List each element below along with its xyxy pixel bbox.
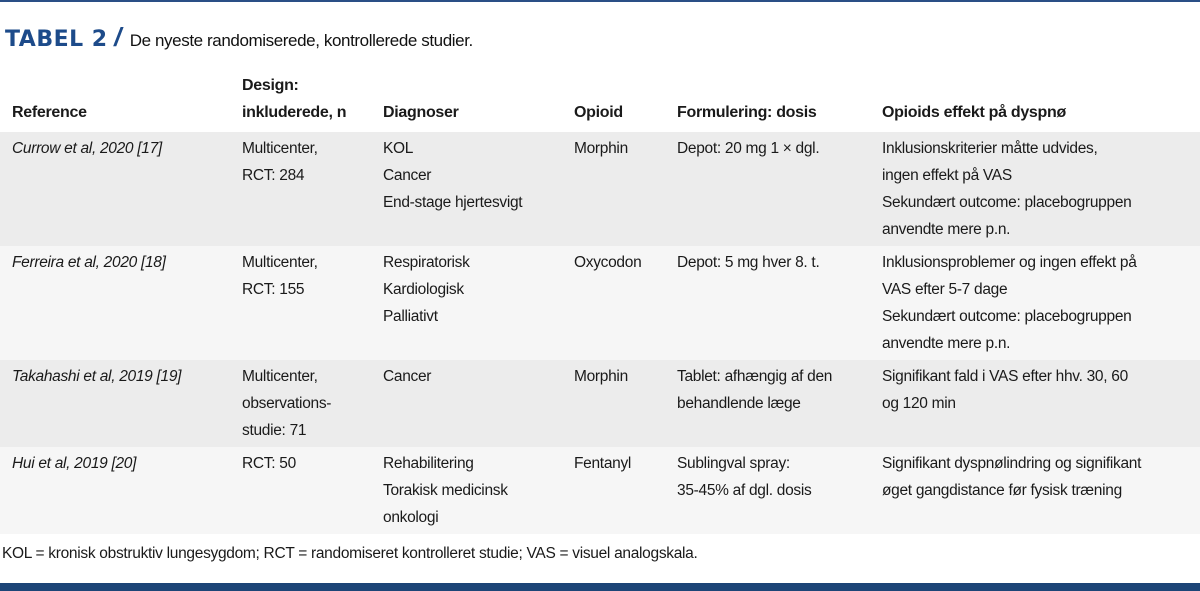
column-header-effekt: Opioids effekt på dyspnø bbox=[882, 72, 1200, 132]
cell-line: Rehabilitering bbox=[383, 455, 474, 472]
cell-line: Inklusionskriterier måtte udvides, bbox=[882, 140, 1098, 157]
cell-opioid: Morphin bbox=[574, 132, 677, 246]
column-header-reference: Reference bbox=[0, 72, 242, 132]
cell-formulering: Tablet: afhængig af den behandlende læge bbox=[677, 360, 882, 447]
cell-design: Multicenter, RCT: 155 bbox=[242, 246, 383, 360]
cell-effekt: Signifikant dyspnølindring og signifikan… bbox=[882, 447, 1200, 534]
cell-line: anvendte mere p.n. bbox=[882, 335, 1011, 352]
column-header-diagnoser: Diagnoser bbox=[383, 72, 574, 132]
cell-line: Morphin bbox=[574, 368, 628, 385]
cell-line: 35-45% af dgl. dosis bbox=[677, 482, 812, 499]
cell-line: Oxycodon bbox=[574, 254, 642, 271]
table-label: TABEL 2 bbox=[5, 27, 108, 52]
cell-opioid: Morphin bbox=[574, 360, 677, 447]
cell-line: Currow et al, 2020 [17] bbox=[12, 140, 162, 157]
table-title: TABEL 2 / De nyeste randomiserede, kontr… bbox=[5, 22, 473, 53]
cell-line: behandlende læge bbox=[677, 395, 801, 412]
cell-line: Sublingval spray: bbox=[677, 455, 790, 472]
table-subtitle: De nyeste randomiserede, kontrollerede s… bbox=[129, 31, 474, 50]
cell-line: VAS efter 5-7 dage bbox=[882, 281, 1008, 298]
cell-line: Depot: 5 mg hver 8. t. bbox=[677, 254, 820, 271]
cell-line: Cancer bbox=[383, 368, 432, 385]
cell-line: Respiratorisk bbox=[383, 254, 470, 271]
cell-reference: Hui et al, 2019 [20] bbox=[0, 447, 242, 534]
cell-line: Depot: 20 mg 1 × dgl. bbox=[677, 140, 820, 157]
cell-line: Diagnoser bbox=[383, 104, 459, 121]
cell-line: Signifikant dyspnølindring og signifikan… bbox=[882, 455, 1142, 472]
cell-design: RCT: 50 bbox=[242, 447, 383, 534]
cell-line: Cancer bbox=[383, 167, 432, 184]
cell-formulering: Sublingval spray: 35-45% af dgl. dosis bbox=[677, 447, 882, 534]
cell-reference: Ferreira et al, 2020 [18] bbox=[0, 246, 242, 360]
column-header-formulering: Formulering: dosis bbox=[677, 72, 882, 132]
cell-line: Opioids effekt på dyspnø bbox=[882, 104, 1066, 121]
cell-line: studie: 71 bbox=[242, 422, 307, 439]
cell-line: Design: bbox=[242, 77, 299, 94]
cell-reference: Takahashi et al, 2019 [19] bbox=[0, 360, 242, 447]
cell-line: Multicenter, bbox=[242, 140, 318, 157]
cell-line: Morphin bbox=[574, 140, 628, 157]
cell-line: og 120 min bbox=[882, 395, 956, 412]
cell-formulering: Depot: 20 mg 1 × dgl. bbox=[677, 132, 882, 246]
cell-formulering: Depot: 5 mg hver 8. t. bbox=[677, 246, 882, 360]
cell-diagnoser: Cancer bbox=[383, 360, 574, 447]
cell-line: Palliativt bbox=[383, 308, 438, 325]
cell-line: Ferreira et al, 2020 [18] bbox=[12, 254, 166, 271]
top-rule bbox=[0, 0, 1200, 2]
table-row: Currow et al, 2020 [17] Multicenter, RCT: … bbox=[0, 132, 1200, 246]
cell-line: Tablet: afhængig af den bbox=[677, 368, 833, 385]
cell-effekt: Inklusionsproblemer og ingen effekt på VA… bbox=[882, 246, 1200, 360]
cell-line: RCT: 50 bbox=[242, 455, 296, 472]
bottom-rule bbox=[0, 583, 1200, 591]
cell-line: KOL bbox=[383, 140, 414, 157]
cell-line: Sekundært outcome: placebogruppen bbox=[882, 308, 1132, 325]
cell-line: øget gangdistance før fysisk træning bbox=[882, 482, 1122, 499]
cell-line: Inklusionsproblemer og ingen effekt på bbox=[882, 254, 1137, 271]
cell-reference: Currow et al, 2020 [17] bbox=[0, 132, 242, 246]
cell-opioid: Fentanyl bbox=[574, 447, 677, 534]
table-row: Ferreira et al, 2020 [18] Multicenter, RCT… bbox=[0, 246, 1200, 360]
cell-line: Reference bbox=[12, 104, 87, 121]
title-slash: / bbox=[114, 22, 122, 52]
cell-line: Torakisk medicinsk bbox=[383, 482, 508, 499]
cell-line: Signifikant fald i VAS efter hhv. 30, 60 bbox=[882, 368, 1128, 385]
footnote: KOL = kronisk obstruktiv lungesygdom; RC… bbox=[2, 545, 698, 562]
cell-line: Hui et al, 2019 [20] bbox=[12, 455, 137, 472]
cell-line: onkologi bbox=[383, 509, 439, 526]
cell-line: RCT: 155 bbox=[242, 281, 305, 298]
cell-line: Sekundært outcome: placebogruppen bbox=[882, 194, 1132, 211]
table-row: Takahashi et al, 2019 [19] Multicenter, ob… bbox=[0, 360, 1200, 447]
cell-line: Multicenter, bbox=[242, 254, 318, 271]
cell-line: End-stage hjertesvigt bbox=[383, 194, 523, 211]
table-row: Hui et al, 2019 [20] RCT: 50 Rehabiliterin… bbox=[0, 447, 1200, 534]
cell-line: Opioid bbox=[574, 104, 623, 121]
cell-line: Kardiologisk bbox=[383, 281, 464, 298]
cell-effekt: Inklusionskriterier måtte udvides, ingen … bbox=[882, 132, 1200, 246]
cell-effekt: Signifikant fald i VAS efter hhv. 30, 60… bbox=[882, 360, 1200, 447]
cell-line: observations- bbox=[242, 395, 332, 412]
header-row: Reference Design: inkluderede, n Diagnoser O… bbox=[0, 72, 1200, 132]
cell-line: Multicenter, bbox=[242, 368, 318, 385]
cell-design: Multicenter, RCT: 284 bbox=[242, 132, 383, 246]
cell-line: Formulering: dosis bbox=[677, 104, 817, 121]
cell-line: Takahashi et al, 2019 [19] bbox=[12, 368, 182, 385]
cell-opioid: Oxycodon bbox=[574, 246, 677, 360]
cell-line: anvendte mere p.n. bbox=[882, 221, 1011, 238]
cell-line: Fentanyl bbox=[574, 455, 632, 472]
cell-line: inkluderede, n bbox=[242, 104, 347, 121]
column-header-design: Design: inkluderede, n bbox=[242, 72, 383, 132]
cell-line: RCT: 284 bbox=[242, 167, 305, 184]
cell-design: Multicenter, observations-studie: 71 bbox=[242, 360, 383, 447]
column-header-opioid: Opioid bbox=[574, 72, 677, 132]
cell-line: ingen effekt på VAS bbox=[882, 167, 1012, 184]
